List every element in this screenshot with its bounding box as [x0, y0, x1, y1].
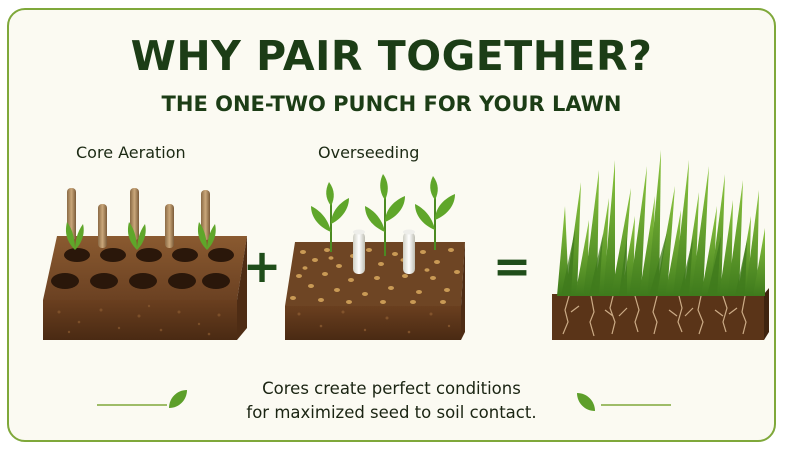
leaf-icon: [169, 390, 187, 408]
caption-line-2: for maximized seed to soil contact.: [246, 403, 537, 422]
illustration-scene: +: [43, 150, 769, 411]
caption-line-1: Cores create perfect conditions: [262, 379, 521, 398]
page-subtitle: THE ONE-TWO PUNCH FOR YOUR LAWN: [161, 92, 622, 116]
plus-operator: +: [243, 239, 282, 293]
core-aeration-label: Core Aeration: [76, 143, 186, 162]
core-aeration-illustration: [43, 188, 247, 340]
leaf-icon: [577, 393, 595, 411]
left-divider-decoration: [97, 390, 187, 408]
equals-operator: =: [493, 239, 532, 293]
overseeding-illustration: [285, 174, 465, 340]
page-title: WHY PAIR TOGETHER?: [130, 32, 653, 80]
caption: Cores create perfect conditions for maxi…: [9, 377, 774, 425]
overseeding-label: Overseeding: [318, 143, 420, 162]
lush-lawn-illustration: [552, 150, 769, 340]
infographic-card: WHY PAIR TOGETHER? THE ONE-TWO PUNCH FOR…: [7, 8, 776, 442]
right-divider-decoration: [577, 393, 671, 411]
